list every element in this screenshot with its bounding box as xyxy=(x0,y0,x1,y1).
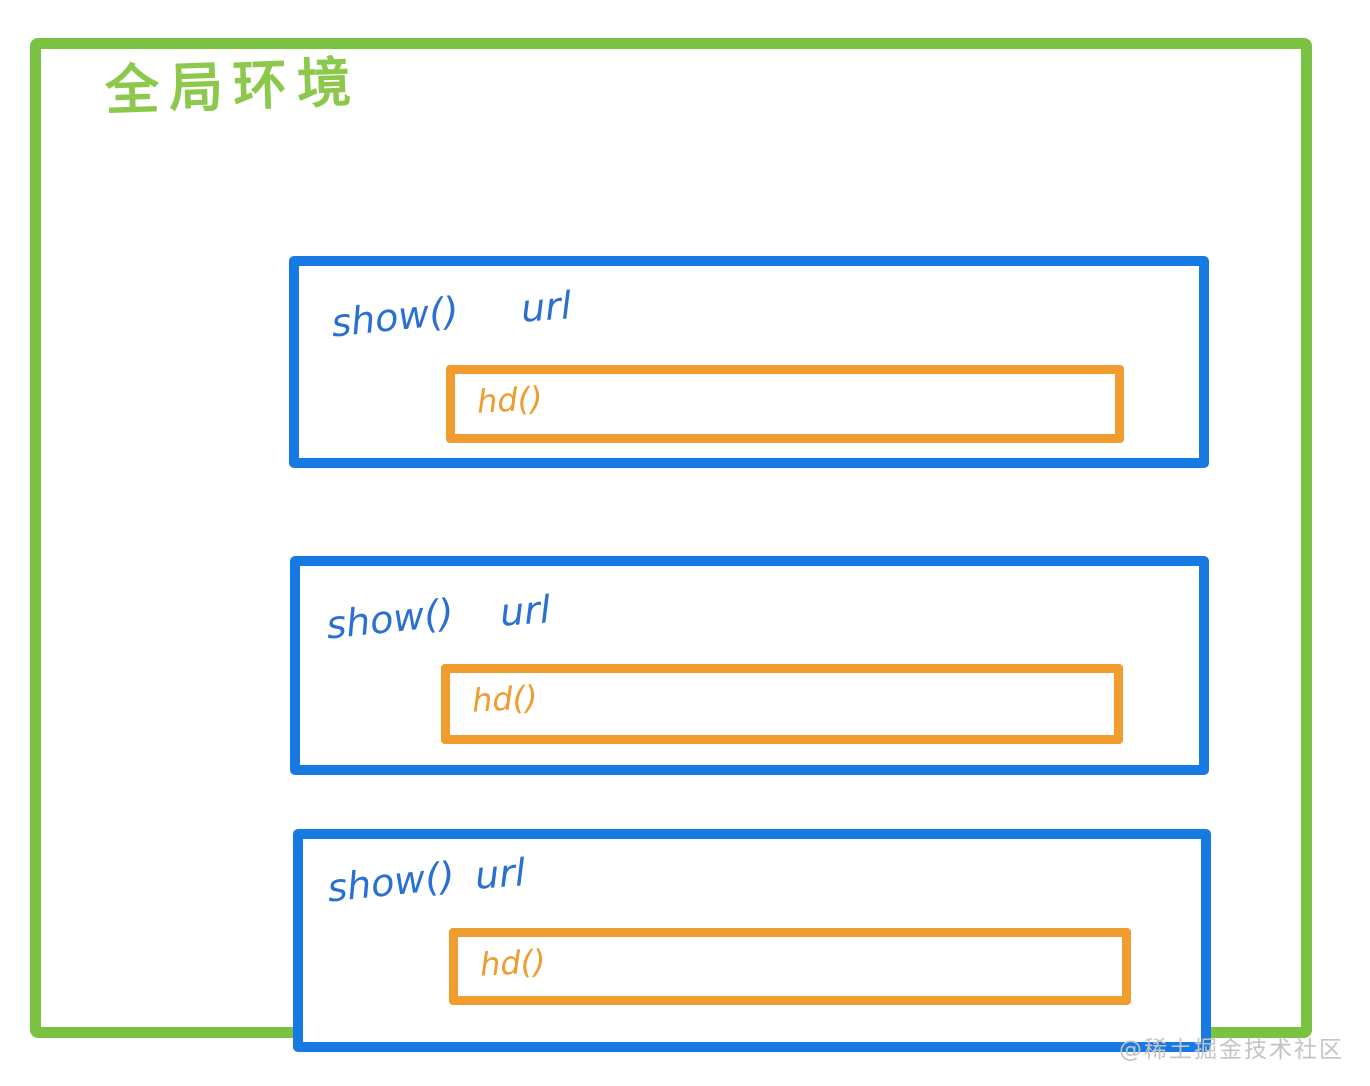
global-environment-box: show() url hd() show() url hd() show() u… xyxy=(30,38,1312,1052)
watermark-text: @稀土掘金技术社区 xyxy=(1119,1037,1344,1063)
inner-function-label: hd() xyxy=(476,379,544,421)
param-label: url xyxy=(498,587,552,635)
execution-context-box-1: show() url hd() xyxy=(289,256,1209,468)
function-label: show() xyxy=(325,853,457,911)
execution-context-box-2: show() url hd() xyxy=(290,556,1209,775)
execution-context-box-3: show() url hd() xyxy=(293,829,1211,1052)
param-label: url xyxy=(519,283,573,331)
inner-function-label: hd() xyxy=(471,678,539,720)
param-label: url xyxy=(473,850,527,898)
function-label: show() xyxy=(329,288,461,346)
inner-function-box-2: hd() xyxy=(441,664,1123,744)
global-environment-title: 全局环境 xyxy=(103,50,363,123)
inner-function-box-3: hd() xyxy=(449,928,1131,1005)
inner-function-box-1: hd() xyxy=(446,365,1124,443)
function-label: show() xyxy=(324,590,456,648)
inner-function-label: hd() xyxy=(479,942,547,984)
